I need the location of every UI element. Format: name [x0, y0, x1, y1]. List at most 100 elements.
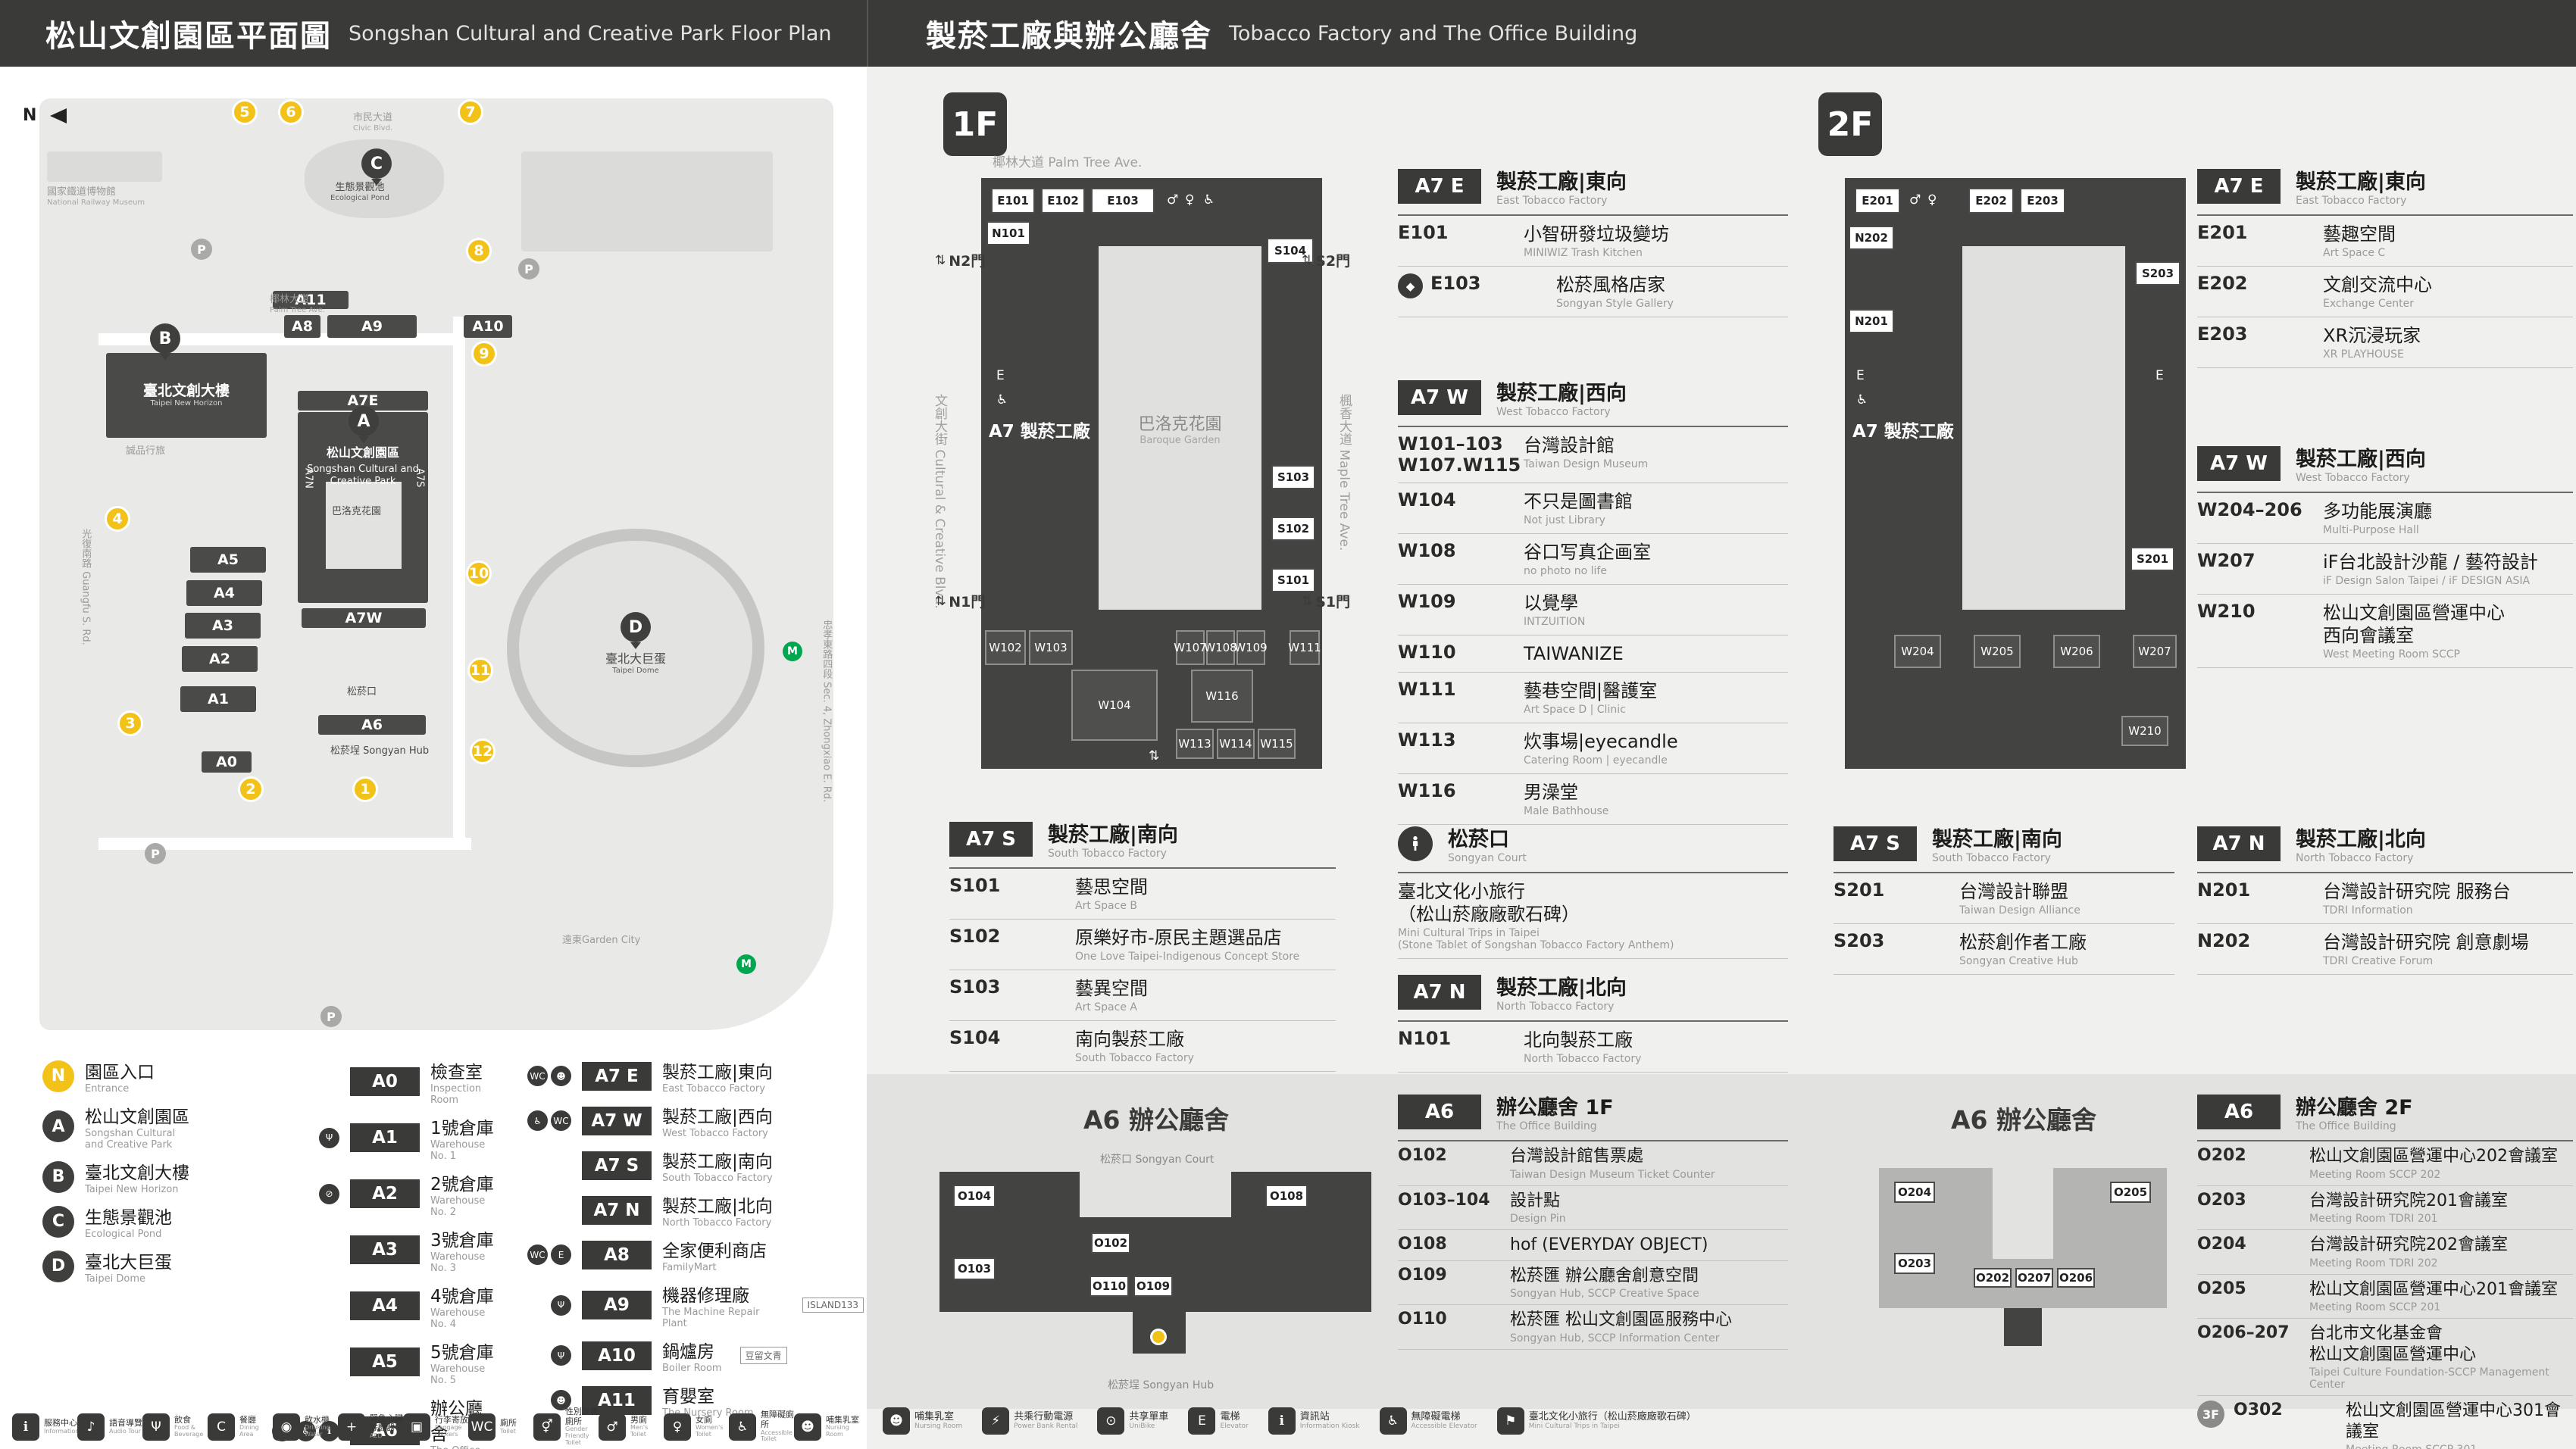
legend-icons: ☻ [502, 1390, 571, 1410]
room-N202: N202 [1849, 226, 1894, 250]
entry-code: O110 [1398, 1310, 1447, 1329]
legend-code-badge: A9 [582, 1291, 652, 1319]
tobacco-factory-plan-1f: 椰林大道 Palm Tree Ave. 文創大街 Cultural & Crea… [924, 144, 1356, 818]
legend-en: Warehouse No. 2 [430, 1195, 486, 1218]
room-O206: O206 [2057, 1268, 2095, 1288]
a7-building-label-1f: A7 製菸工廠 [989, 422, 1090, 442]
road [98, 838, 471, 850]
entry-zh: 多功能展演廳 [2323, 501, 2432, 522]
entry-code: W116 [1398, 780, 1456, 802]
entry-en: Taiwan Design Alliance [1959, 904, 2080, 917]
map-courtyard [326, 482, 402, 569]
entry-en: South Tobacco Factory [1075, 1052, 1194, 1064]
entry-code: W101–103 W107.W115 [1398, 433, 1521, 476]
entry-code: S101 [949, 875, 1001, 896]
room-W116: W116 [1191, 670, 1253, 723]
entry-code: N201 [2197, 879, 2251, 901]
entry-code: W111 [1398, 679, 1456, 701]
plan-pictogram-icon: E [1856, 368, 1865, 383]
section-title-zh: 製菸工廠|西向 [2296, 448, 2426, 471]
map-building-label: A8 [292, 317, 313, 335]
entry-code: W108 [1398, 540, 1456, 562]
entry-zh: 藝巷空間|醫護室 [1524, 680, 1658, 702]
section-badge: A6 [2197, 1094, 2281, 1129]
entrance-marker-4: 4 [105, 506, 130, 532]
entry-zh: 松菸匯 辦公廳舍創意空間 [1510, 1266, 1699, 1285]
legend-code-badge: A7 E [582, 1061, 652, 1091]
entry-en: INTZUITION [1524, 616, 1586, 629]
map-label: 光復南路 Guangfu S. Rd. [79, 529, 91, 645]
gate-arrows-icon: ⇅ [935, 252, 946, 268]
map-building-label: A0 [216, 753, 237, 770]
entry-code: S102 [949, 926, 1001, 947]
strip-zh: 臺北文化小旅行（松山菸廠廠歌石碑） [1528, 1410, 1696, 1422]
section-title-zh: 製菸工廠|東向 [1496, 170, 1627, 194]
entry-code: S201 [1834, 879, 1885, 901]
map-label-zh: 巴洛克花園 [332, 506, 382, 517]
legend-en: South Tobacco Factory [662, 1173, 773, 1184]
legend-zh: 機器修理廠 [662, 1286, 749, 1306]
a6-center-1f [1080, 1217, 1231, 1312]
a6-title-1f: A6 辦公廳舍 [1083, 1105, 1229, 1135]
map-label-zh: Songshan Cultural and Creative Park [307, 464, 419, 488]
info-icon: ℹ [12, 1413, 39, 1441]
room-N101: N101 [986, 221, 1030, 245]
entry-en: Catering Room | eyecandle [1524, 754, 1668, 767]
entry-code: O102 [1398, 1146, 1447, 1165]
legend-code-badge: A3 [350, 1235, 420, 1264]
map-building-A8: A8 [284, 315, 320, 338]
strip-en: UniBike [1129, 1422, 1155, 1430]
kiosk-icon: ℹ [1268, 1407, 1296, 1435]
entrance-marker-1: 1 [352, 776, 378, 802]
section-badge: A7 E [1398, 168, 1481, 204]
offsite-block [521, 151, 773, 251]
songyan-hub-marker-icon [1150, 1329, 1167, 1345]
gate-S2門: ⇅S2門 [1302, 250, 1350, 270]
legend-symbol-D: D [42, 1250, 74, 1282]
strip-en: Gender Friendly Toilet [565, 1426, 589, 1446]
entry-zh: XR沉浸玩家 [2323, 325, 2421, 346]
map-label-zh: A7N [302, 468, 314, 489]
baroque-garden: 巴洛克花園 Baroque Garden [1099, 246, 1261, 610]
room-E202: E202 [1968, 188, 2014, 214]
map-label-zh: A7S [414, 468, 426, 488]
plan-pictogram-icon: ♀ [1185, 192, 1195, 208]
left-panel-header: 松山文創園區平面圖 Songshan Cultural and Creative… [0, 0, 867, 67]
entry-en: XR PLAYHOUSE [2323, 348, 2404, 361]
map-building-A10: A10 [464, 315, 512, 338]
legend-zh: 製菸工廠|北向 [662, 1197, 773, 1216]
entry-code: W204–206 [2197, 499, 2302, 520]
section-title-en: West Tobacco Factory [1496, 406, 1611, 418]
strip-zh: 緊急心臟除顫器 [370, 1413, 403, 1433]
entry-zh: 炊事場|eyecandle [1524, 731, 1678, 753]
strip-en: Toilet [500, 1427, 516, 1435]
legend-zh: 鍋爐房 [662, 1342, 714, 1362]
